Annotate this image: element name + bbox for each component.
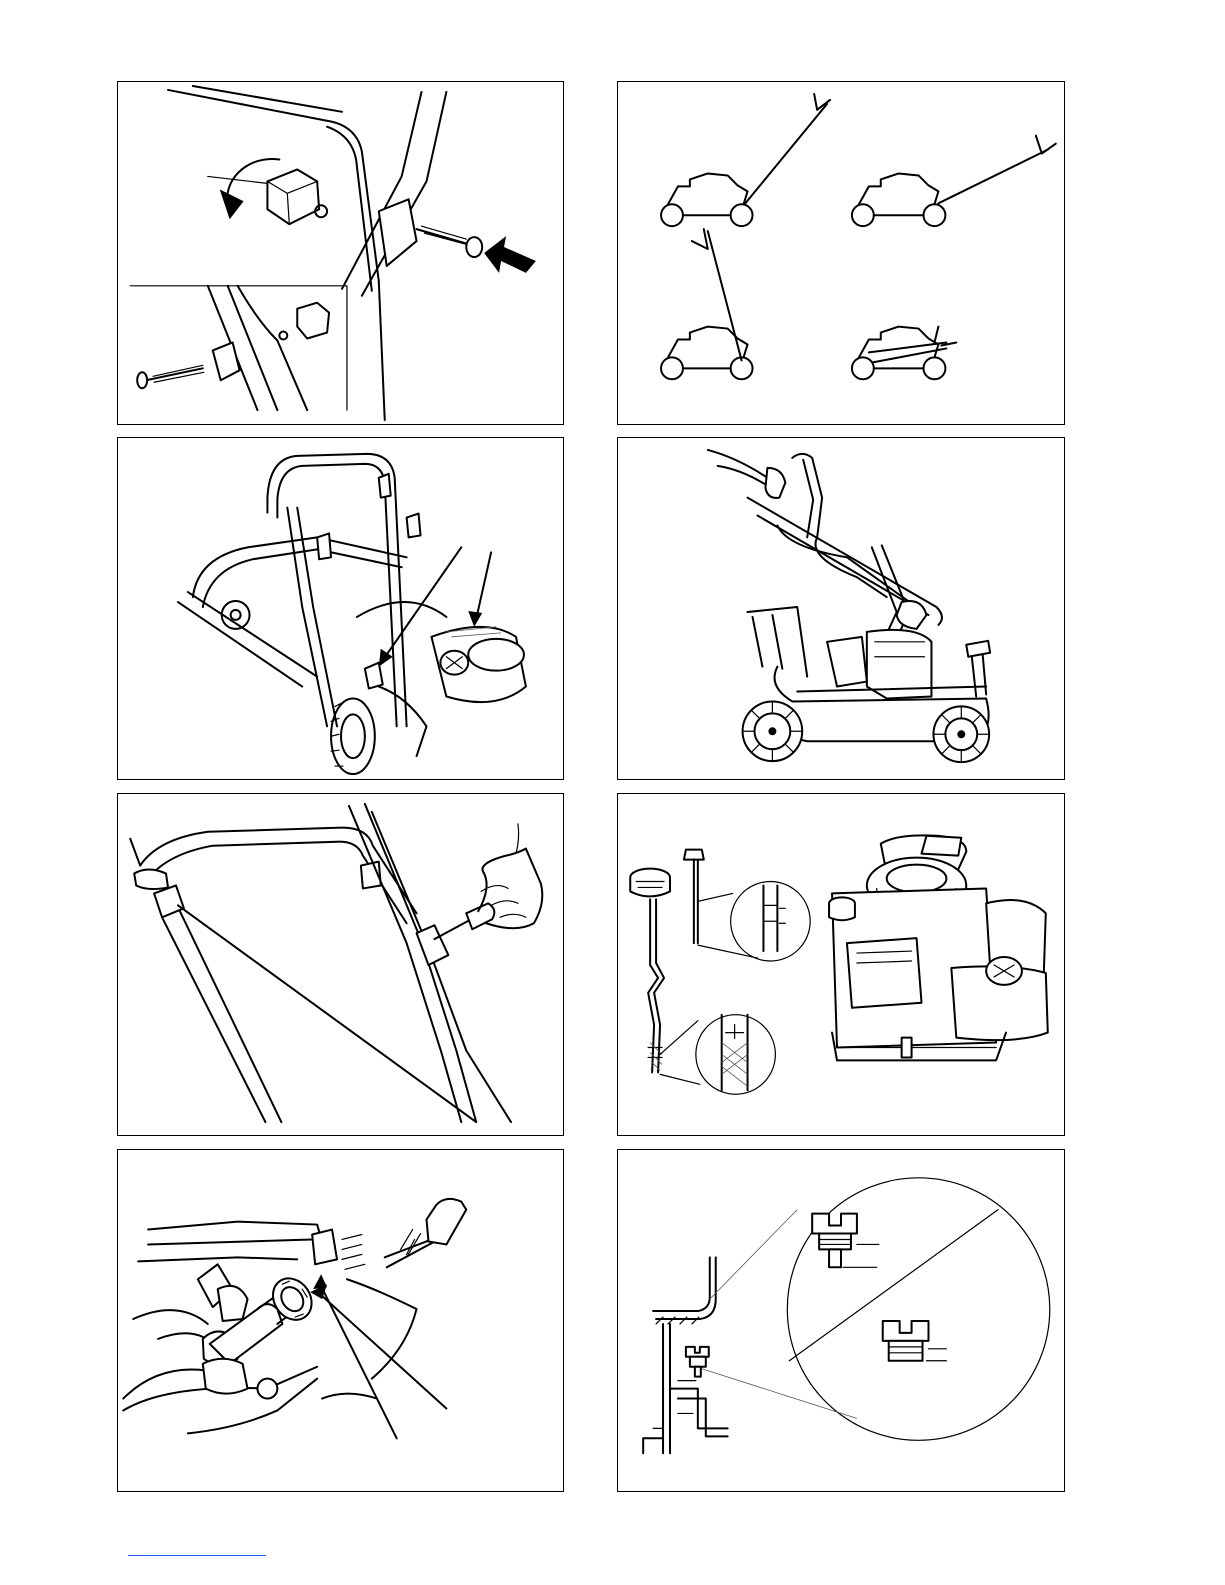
figure-handle-bolt-assembly (117, 81, 564, 425)
spark-plug-icon (118, 1150, 563, 1491)
drain-plug-icon (618, 1150, 1064, 1491)
folding-handle-icon (618, 438, 1064, 779)
handle-knob-bolt-icon (118, 82, 563, 424)
figure-oil-dipstick (617, 793, 1065, 1136)
cable-adjust-icon (118, 794, 563, 1135)
figure-folding-handle (617, 437, 1065, 780)
footer-rule (128, 1555, 266, 1556)
dipstick-engine-icon (618, 794, 1064, 1135)
figure-handle-height-positions (617, 81, 1065, 425)
figure-cable-routing (117, 437, 564, 780)
cable-clip-icon (118, 438, 563, 779)
figure-spark-plug-cap (117, 1149, 564, 1492)
figure-oil-drain-plug (617, 1149, 1065, 1492)
mower-handle-positions-icon (618, 82, 1064, 424)
figure-cable-adjustment (117, 793, 564, 1136)
